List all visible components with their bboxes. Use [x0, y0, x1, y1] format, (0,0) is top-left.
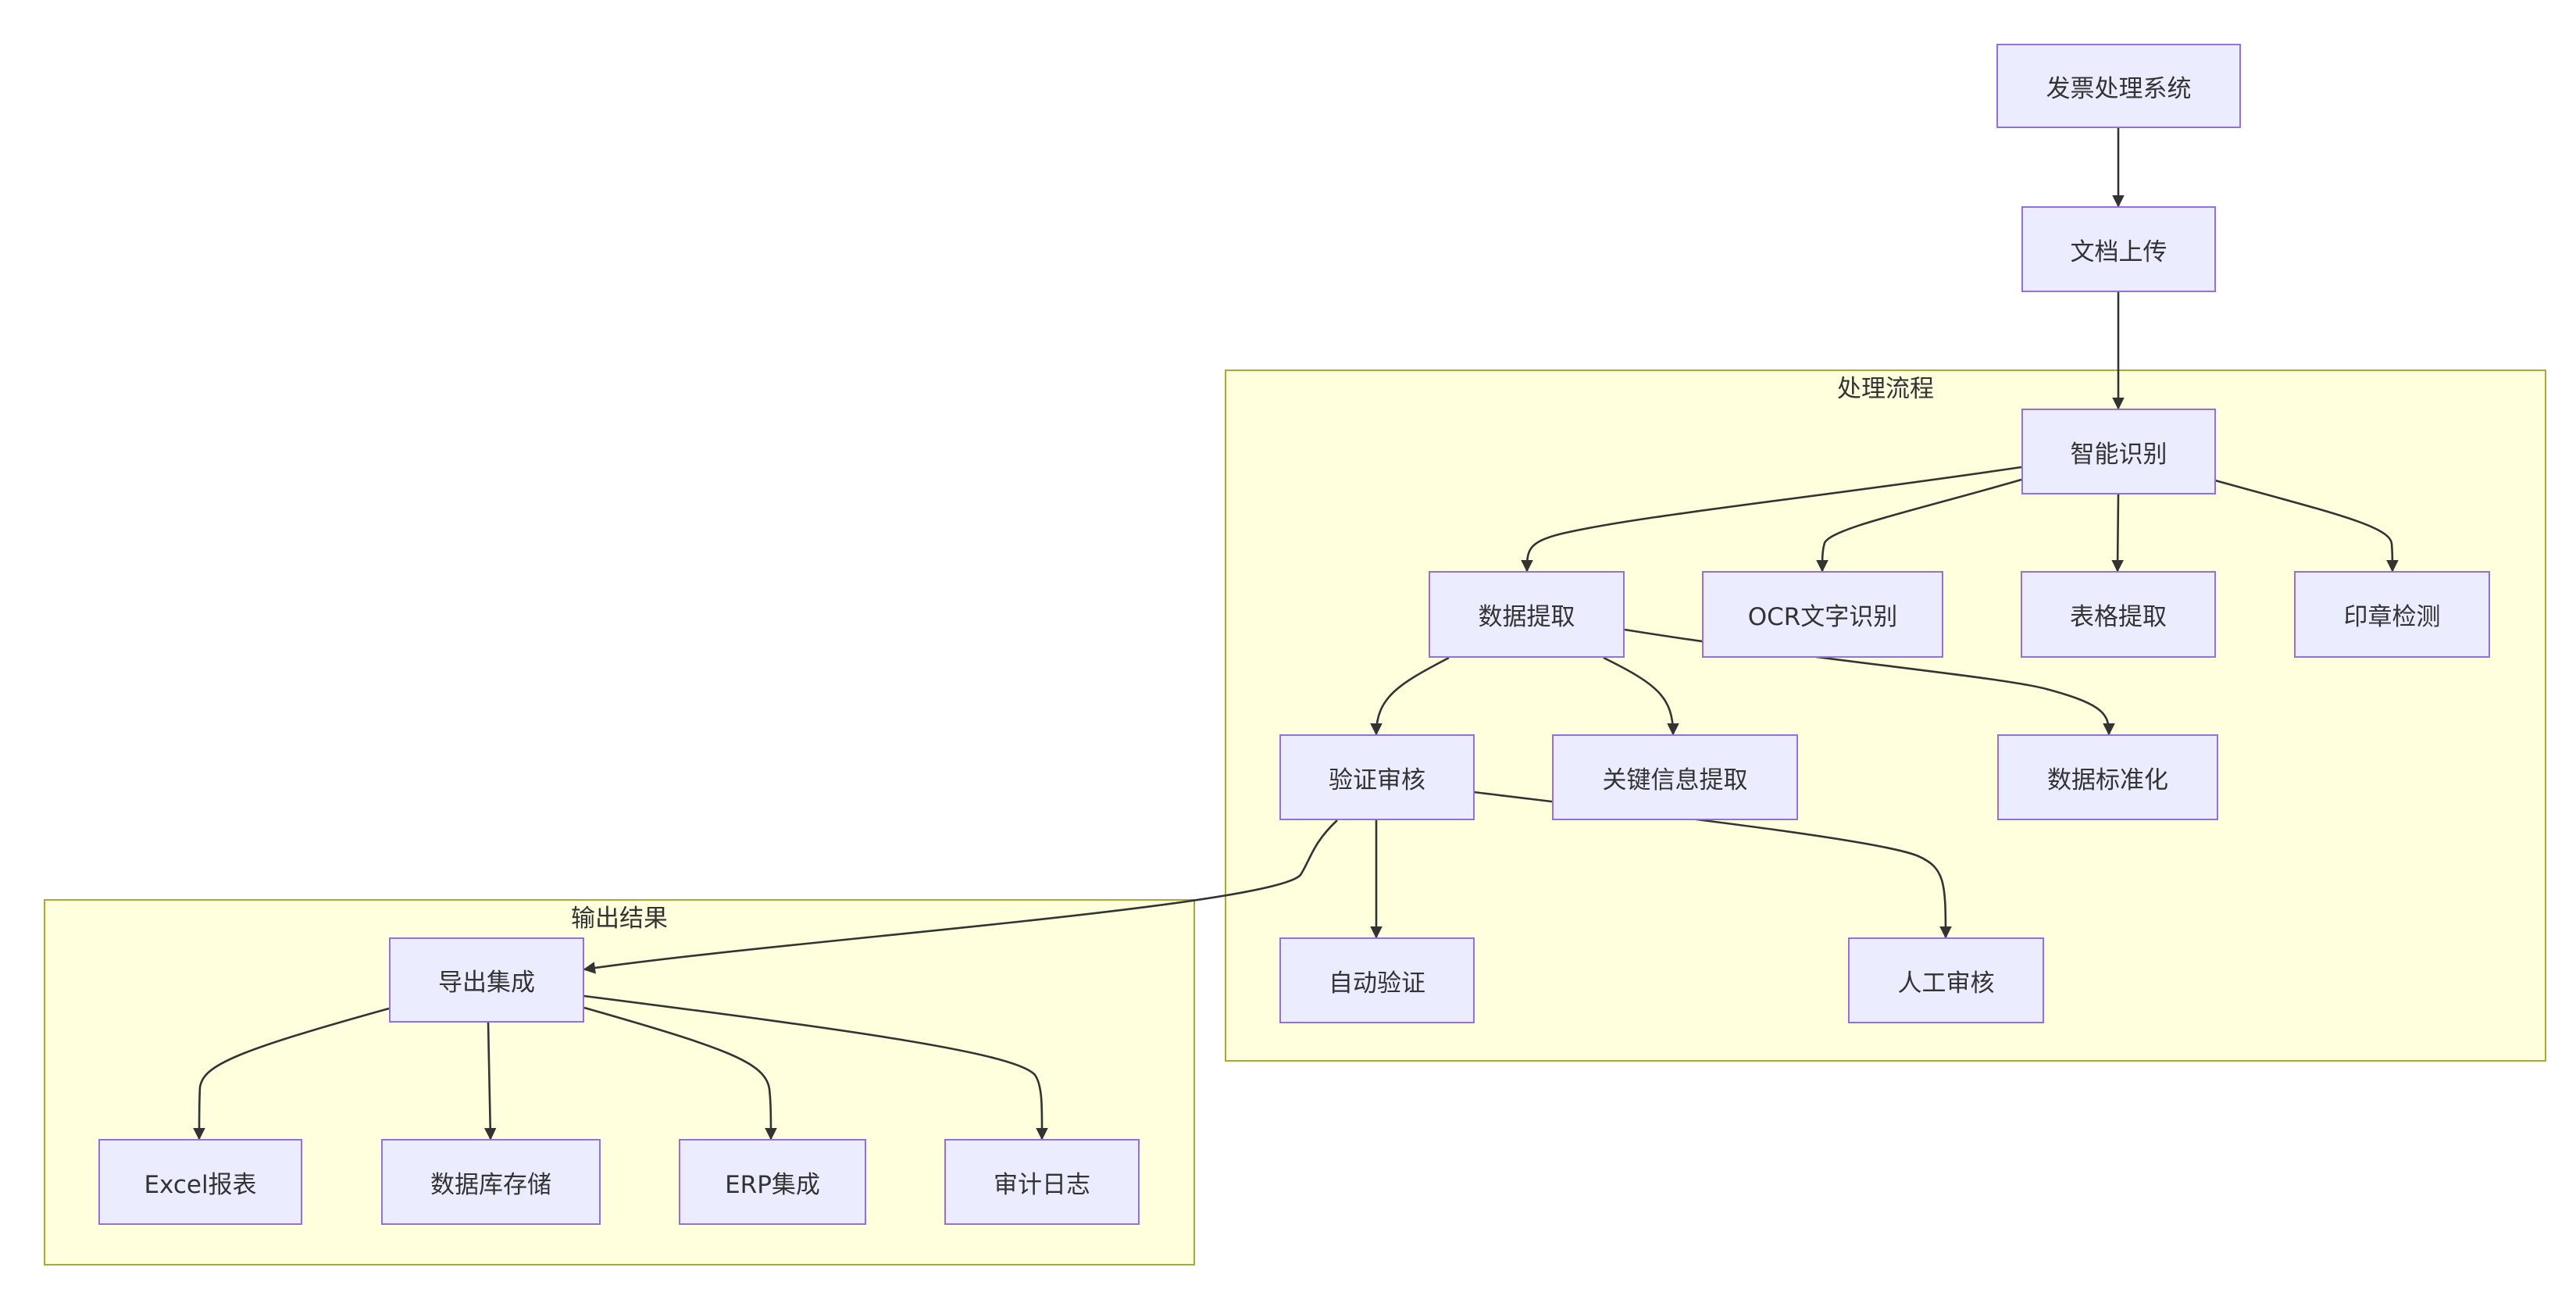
node-key-info-extraction[interactable]: 关键信息提取 [1552, 734, 1798, 820]
cluster-output-title: 输出结果 [571, 905, 668, 933]
node-erp-integration[interactable]: ERP集成 [679, 1139, 866, 1225]
node-manual-review[interactable]: 人工审核 [1848, 937, 2044, 1023]
edge-smart-recog-to-ocr [1816, 478, 2022, 573]
node-table-extraction[interactable]: 表格提取 [2021, 571, 2216, 658]
node-seal-detection[interactable]: 印章检测 [2294, 571, 2490, 658]
edge-data-extract-to-key-info [1603, 656, 1679, 736]
node-audit-log[interactable]: 审计日志 [944, 1139, 1140, 1225]
node-database-storage[interactable]: 数据库存储 [381, 1139, 601, 1225]
edge-export-to-db-storage [483, 1022, 497, 1141]
edge-verify-review-to-export [583, 819, 1338, 974]
edge-export-to-audit-log [583, 994, 1048, 1141]
cluster-process-title: 处理流程 [1837, 375, 1934, 403]
node-data-standardization[interactable]: 数据标准化 [1997, 734, 2218, 820]
node-data-extraction[interactable]: 数据提取 [1429, 571, 1625, 658]
node-smart-recognition[interactable]: 智能识别 [2021, 409, 2216, 494]
node-ocr-recognition[interactable]: OCR文字识别 [1702, 571, 1943, 658]
edge-export-to-erp [583, 1006, 777, 1141]
edge-smart-recog-to-seal-detect [2214, 479, 2399, 573]
node-invoice-system[interactable]: 发票处理系统 [1996, 44, 2241, 128]
node-export-integration[interactable]: 导出集成 [389, 937, 584, 1023]
node-verify-review[interactable]: 验证审核 [1279, 734, 1475, 820]
edge-data-extract-to-verify-review [1370, 656, 1450, 736]
node-auto-verification[interactable]: 自动验证 [1279, 937, 1475, 1023]
node-document-upload[interactable]: 文档上传 [2021, 206, 2216, 292]
edge-smart-recog-to-data-extract [1521, 466, 2022, 573]
edge-export-to-excel [193, 1007, 390, 1141]
node-excel-report[interactable]: Excel报表 [98, 1139, 302, 1225]
